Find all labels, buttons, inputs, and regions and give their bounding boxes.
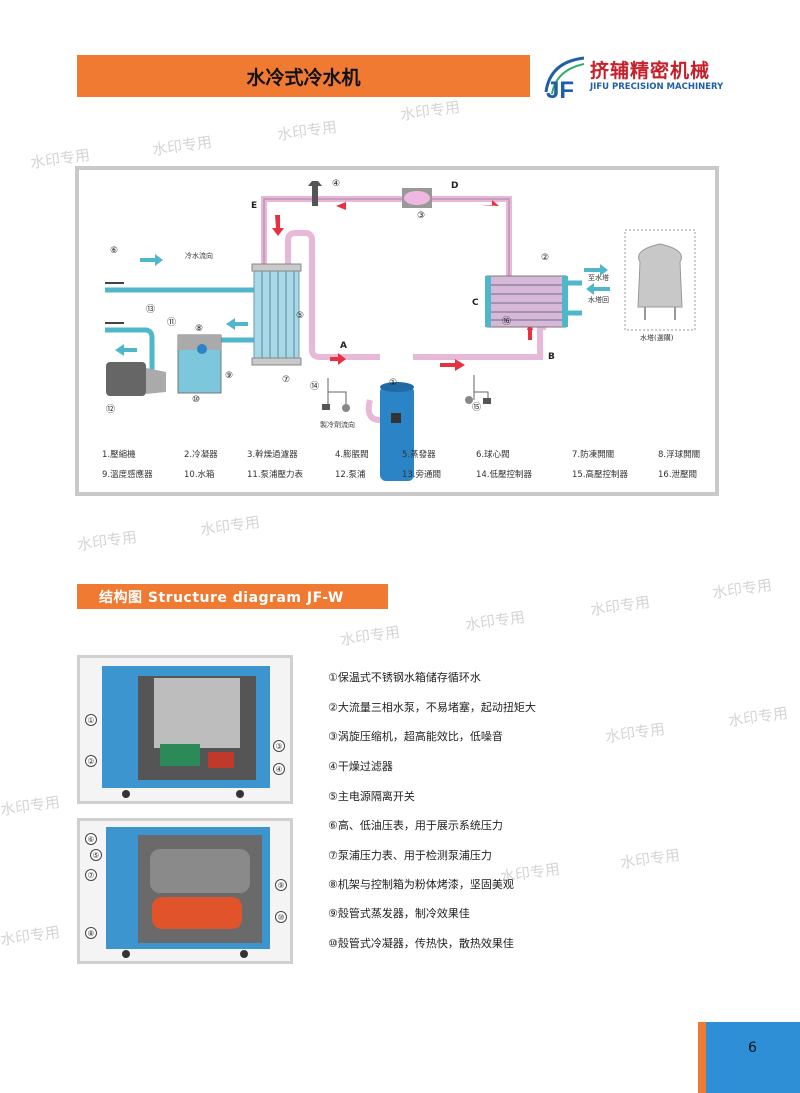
point-label-b: B	[548, 352, 555, 362]
callout-6: ⑥	[85, 833, 97, 845]
point-label-c: C	[472, 298, 479, 308]
refrigerant-flow-label: 製冷劑流向	[320, 420, 355, 429]
company-logo: JF 挤辅精密机械 JIFU PRECISION MACHINERY	[538, 52, 728, 102]
legend-item: 7.防凍開關	[572, 450, 615, 460]
callout-8: ⑧	[85, 927, 97, 939]
svg-text:⑥: ⑥	[110, 246, 118, 256]
callout-1: ①	[85, 714, 97, 726]
feature-item: ⑥高、低油压表，用于展示系统压力	[328, 819, 503, 832]
water-flow-arrow	[115, 254, 610, 356]
legend-item: 11.泵浦壓力表	[247, 470, 304, 480]
chiller-photo-2	[106, 827, 270, 958]
svg-text:①: ①	[389, 378, 397, 388]
feature-item: ③涡旋压缩机，超高能效比，低噪音	[328, 730, 503, 743]
section-header: 结构图 Structure diagram JF-W	[77, 584, 388, 609]
page-number: 6	[748, 1040, 757, 1056]
legend-item: 5.蒸發器	[402, 450, 436, 460]
chiller-photo-1	[102, 666, 270, 798]
tower-return-label: 水塔回	[588, 295, 609, 304]
water-pump	[106, 362, 166, 396]
svg-text:⑩: ⑩	[192, 395, 200, 405]
drier-filter-core	[404, 191, 430, 205]
page-title-text: 水冷式冷水机	[246, 66, 361, 89]
high-pressure-gauge	[465, 396, 473, 404]
feature-item: ④干燥过滤器	[328, 760, 393, 773]
legend-item: 15.高壓控制器	[572, 470, 629, 480]
chilled-water-flow-label: 冷水流向	[185, 251, 213, 260]
cooling-tower-caption: 水塔(選購)	[640, 333, 674, 342]
compressor	[380, 382, 414, 481]
legend-item: 1.壓縮機	[102, 450, 136, 460]
expansion-valve	[308, 181, 322, 206]
svg-text:④: ④	[332, 179, 340, 189]
feature-item: ⑨殼管式蒸发器，制冷效果佳	[328, 907, 470, 920]
part-numbers: ① ② ③ ④ ⑤ ⑥ ⑦ ⑧ ⑨ ⑩ ⑪ ⑫ ⑬ ⑭ ⑮ ⑯	[106, 179, 549, 415]
legend-item: 9.溫度感應器	[102, 470, 153, 480]
callout-5: ⑤	[90, 849, 102, 861]
svg-text:⑤: ⑤	[296, 311, 304, 321]
callout-2: ②	[85, 755, 97, 767]
svg-text:JF: JF	[546, 77, 574, 102]
legend-item: 2.冷凝器	[184, 450, 218, 460]
machine-photo-front: ① ② ③ ④	[77, 655, 293, 804]
callout-9: ⑨	[275, 879, 287, 891]
cooling-tower-frame	[624, 229, 696, 331]
cooling-tower	[637, 243, 683, 308]
high-pressure-switch	[483, 398, 491, 404]
svg-text:⑭: ⑭	[310, 381, 319, 392]
svg-text:③: ③	[417, 211, 425, 221]
legend-item: 16.泄壓閥	[658, 470, 698, 480]
condenser	[485, 275, 568, 328]
machine-photo-side: ⑥ ⑤ ⑦ ⑧ ⑨ ⑩	[77, 818, 293, 964]
legend-item: 13.旁通閥	[402, 470, 442, 480]
point-label-e: E	[251, 201, 257, 211]
feature-item: ①保温式不锈钢水箱储存循环水	[328, 671, 481, 684]
page-title: 水冷式冷水机	[77, 55, 530, 97]
svg-text:②: ②	[541, 253, 549, 263]
legend-item: 4.膨脹閥	[335, 450, 369, 460]
feature-item: ⑤主电源隔离开关	[328, 790, 415, 803]
feature-item: ⑧机架与控制箱为粉体烤漆，坚固美观	[328, 878, 514, 891]
feature-item: ②大流量三相水泵，不易堵塞，起动扭矩大	[328, 701, 536, 714]
section-title: 结构图 Structure diagram JF-W	[99, 589, 344, 606]
legend-item: 14.低壓控制器	[476, 470, 533, 480]
to-tower-label: 至水塔	[588, 273, 609, 282]
feature-item: ⑦泵浦压力表、用于检测泵浦压力	[328, 849, 492, 862]
callout-7: ⑦	[85, 869, 97, 881]
svg-text:⑫: ⑫	[106, 404, 115, 415]
point-label-a: A	[340, 341, 347, 351]
point-label-d: D	[451, 181, 458, 191]
logo-name-en: JIFU PRECISION MACHINERY	[590, 82, 724, 92]
svg-text:⑦: ⑦	[282, 375, 290, 385]
svg-text:⑬: ⑬	[146, 304, 155, 315]
svg-text:⑮: ⑮	[472, 402, 481, 413]
jf-logo-icon: JF	[544, 56, 585, 102]
svg-text:⑯: ⑯	[502, 316, 511, 327]
water-tank	[177, 334, 222, 394]
logo-name-cn: 挤辅精密机械	[590, 60, 711, 82]
svg-text:⑪: ⑪	[167, 317, 176, 328]
callout-10: ⑩	[275, 911, 287, 923]
refrigerant-arrow	[272, 200, 533, 371]
callout-4: ④	[273, 763, 285, 775]
legend-item: 3.幹燥過濾器	[247, 450, 298, 460]
svg-text:⑨: ⑨	[225, 371, 233, 381]
legend-item: 12.泵浦	[335, 470, 366, 480]
diagram-legend: 1.壓縮機 2.冷凝器 3.幹燥過濾器 4.膨脹閥 5.蒸發器 6.球心閥 7.…	[102, 448, 702, 488]
feature-item: ⑩殼管式冷凝器，传热快，散热效果佳	[328, 937, 514, 950]
legend-item: 6.球心閥	[476, 450, 510, 460]
evaporator	[251, 263, 302, 366]
page-number-box: 6	[698, 1022, 800, 1093]
svg-text:⑧: ⑧	[195, 324, 203, 334]
callout-3: ③	[273, 740, 285, 752]
water-pipe	[105, 280, 582, 370]
legend-item: 8.浮球開關	[658, 450, 701, 460]
low-pressure-gauge	[342, 404, 350, 412]
legend-item: 10.水箱	[184, 470, 215, 480]
low-pressure-switch	[322, 404, 330, 410]
